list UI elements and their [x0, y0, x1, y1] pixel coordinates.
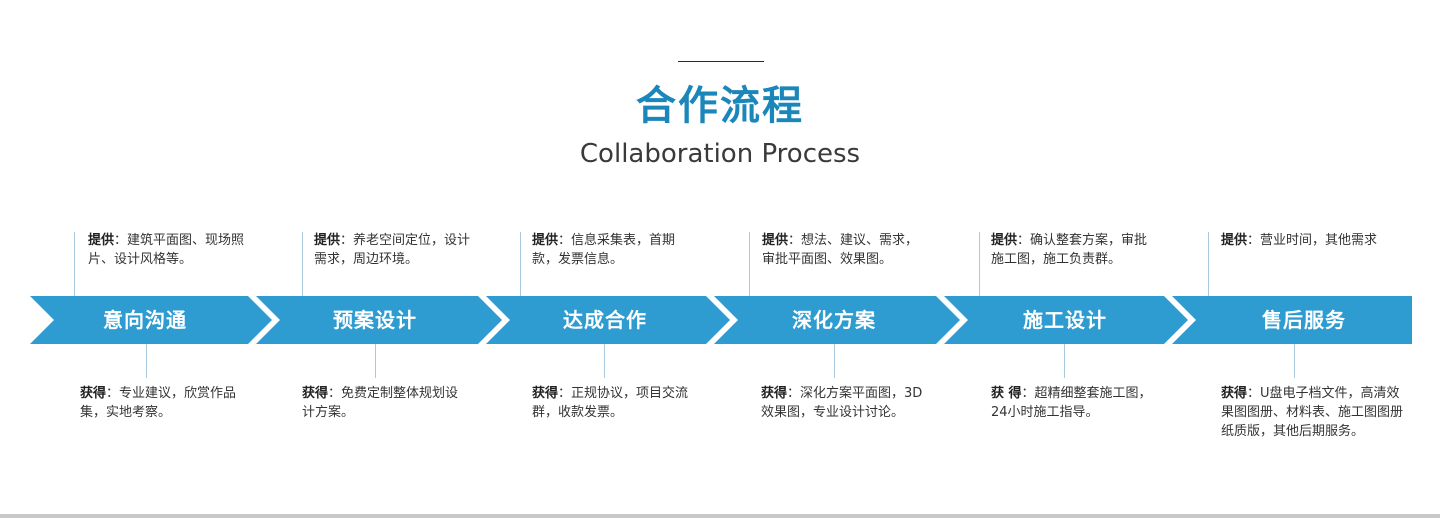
provide-label: 提供 [88, 233, 115, 248]
provide-label: 提供 [762, 233, 789, 248]
flow-arrow-3 [486, 296, 730, 344]
bottom-divider [0, 514, 1440, 518]
step-2-bottom-connector [375, 344, 376, 378]
step-6-obtain: 获得：U盘电子档文件，高清效果图图册、材料表、施工图图册纸质版，其他后期服务。 [1221, 384, 1406, 441]
step-6-bottom-connector [1294, 344, 1295, 378]
step-6-title: 售后服务 [1262, 308, 1346, 332]
step-5-obtain: 获 得：超精细整套施工图，24小时施工指导。 [991, 384, 1156, 422]
obtain-label: 获得 [1221, 386, 1248, 401]
step-1-bottom-connector [146, 344, 147, 378]
step-3-top-connector [520, 232, 521, 296]
step-1-top-connector [74, 232, 75, 296]
step-5-bottom-connector [1064, 344, 1065, 378]
flow-arrow-4 [714, 296, 960, 344]
step-3-bottom-connector [604, 344, 605, 378]
step-3-title: 达成合作 [563, 308, 647, 332]
step-4-title: 深化方案 [792, 308, 876, 332]
page-title: 合作流程 [636, 83, 804, 129]
obtain-text: ：深化方案平面图，3D效果图，专业设计讨论。 [761, 386, 923, 420]
step-2-provide: 提供：养老空间定位，设计需求，周边环境。 [314, 231, 479, 269]
step-4-top-connector [749, 232, 750, 296]
step-4-provide: 提供：想法、建议、需求，审批平面图、效果图。 [762, 231, 927, 269]
step-2-title: 预案设计 [333, 308, 417, 332]
step-6-top-connector [1208, 232, 1209, 296]
provide-label: 提供 [532, 233, 559, 248]
step-3-obtain: 获得：正规协议，项目交流群，收款发票。 [532, 384, 697, 422]
step-5-provide: 提供：确认整套方案，审批施工图，施工负责群。 [991, 231, 1156, 269]
title-divider [678, 61, 764, 62]
process-flow-band [30, 296, 1412, 344]
step-5-top-connector [979, 232, 980, 296]
step-4-bottom-connector [834, 344, 835, 378]
flow-arrow-2 [256, 296, 502, 344]
obtain-label: 获 得 [991, 386, 1022, 401]
step-1-obtain: 获得：专业建议，欣赏作品集，实地考察。 [80, 384, 245, 422]
flow-arrow-5 [944, 296, 1188, 344]
obtain-text: ：专业建议，欣赏作品集，实地考察。 [80, 386, 237, 420]
obtain-text: ：U盘电子档文件，高清效果图图册、材料表、施工图图册纸质版，其他后期服务。 [1221, 386, 1404, 439]
provide-label: 提供 [314, 233, 341, 248]
flow-arrow-6 [1172, 296, 1412, 344]
provide-text: ：建筑平面图、现场照片、设计风格等。 [88, 233, 245, 267]
obtain-label: 获得 [80, 386, 107, 401]
step-1-title: 意向沟通 [103, 308, 187, 332]
obtain-text: ：正规协议，项目交流群，收款发票。 [532, 386, 689, 420]
provide-text: ：养老空间定位，设计需求，周边环境。 [314, 233, 471, 267]
obtain-label: 获得 [761, 386, 788, 401]
obtain-label: 获得 [532, 386, 559, 401]
obtain-text: ：免费定制整体规划设计方案。 [302, 386, 459, 420]
step-2-obtain: 获得：免费定制整体规划设计方案。 [302, 384, 467, 422]
step-5-title: 施工设计 [1023, 308, 1107, 332]
obtain-text: ：超精细整套施工图，24小时施工指导。 [991, 386, 1152, 420]
page-subtitle: Collaboration Process [579, 139, 861, 169]
provide-text: ：营业时间，其他需求 [1247, 233, 1378, 248]
step-6-provide: 提供：营业时间，其他需求 [1221, 231, 1406, 250]
provide-text: ：确认整套方案，审批施工图，施工负责群。 [991, 233, 1148, 267]
obtain-label: 获得 [302, 386, 329, 401]
provide-text: ：想法、建议、需求，审批平面图、效果图。 [762, 233, 919, 267]
step-1-provide: 提供：建筑平面图、现场照片、设计风格等。 [88, 231, 253, 269]
step-2-top-connector [302, 232, 303, 296]
step-3-provide: 提供：信息采集表，首期款，发票信息。 [532, 231, 697, 269]
provide-label: 提供 [1221, 233, 1248, 248]
flow-arrow-1 [30, 296, 272, 344]
step-4-obtain: 获得：深化方案平面图，3D效果图，专业设计讨论。 [761, 384, 926, 422]
provide-label: 提供 [991, 233, 1018, 248]
provide-text: ：信息采集表，首期款，发票信息。 [532, 233, 676, 267]
